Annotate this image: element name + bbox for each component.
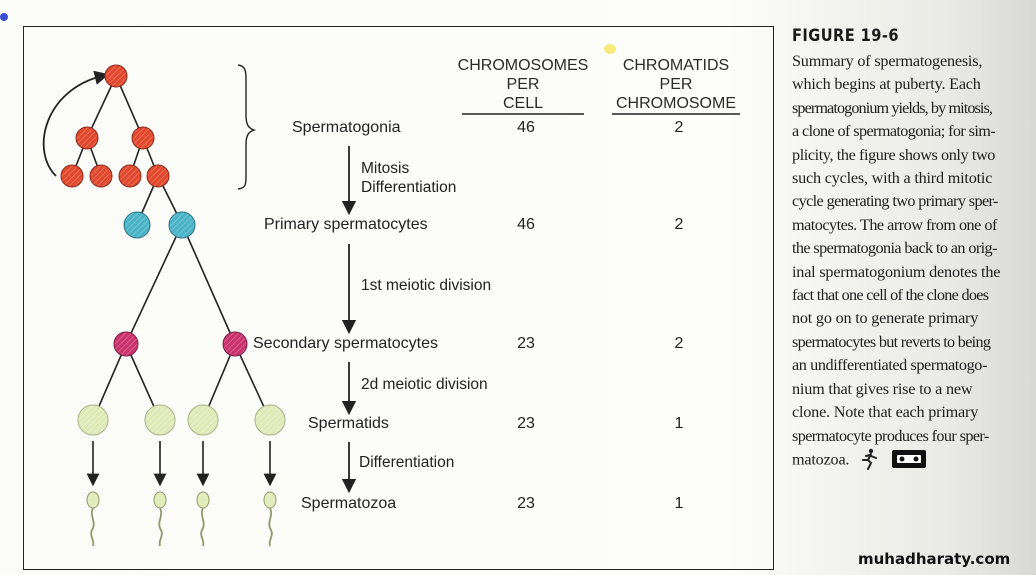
caption-line: matocytes. The arrow from one of [792,215,997,234]
process-line: Mitosis [361,160,410,177]
process-line: 2d meiotic division [361,376,488,393]
secondary-spermatocyte-cells [113,331,248,357]
spermatid-cell [254,404,286,436]
caption-line: an undifferentiated spermatogo- [792,356,987,375]
caption-line: spermatocytes but reverts to being [792,332,991,351]
revert-arrow [42,70,109,177]
caption-line: Summary of spermatogenesis, [792,52,983,70]
header-line: CHROMATIDS [622,57,730,74]
header-line: PER [659,76,693,93]
header-line: CELL [502,95,544,112]
chromatid-count: 2 [674,119,684,136]
caption-line: plicity, the figure shows only two [792,145,995,164]
caption-line: the spermatogonia back to an orig- [792,239,997,258]
corner-mark [0,13,8,21]
stage-label-spermatogonia: Spermatogonia [292,119,401,136]
caption-line: spermatocyte produces four sper- [792,426,989,445]
header-line: CHROMOSOMES [457,57,589,74]
caption-icons [853,448,927,473]
caption-line: such cycles, with a third mitotic [792,169,993,188]
spermatozoa-cells [86,491,277,547]
figure-caption: Summary of spermatogenesis, which begins… [792,50,1028,473]
caption-line: clone. Note that each primary [792,403,979,422]
process-line: Differentiation [361,179,457,196]
header-line: PER [506,76,540,93]
stage-label-spermatids: Spermatids [308,415,389,432]
chromatids-per-chromosome-header: CHROMATIDS PER CHROMOSOME [606,56,746,113]
caption-line: not go on to generate primary [792,309,979,328]
spermatogonium-cell [146,164,170,188]
chromatid-count: 1 [674,495,684,512]
stage-label-spermatozoa: Spermatozoa [301,495,397,512]
chromatid-count: 2 [674,216,684,233]
spermatogonium-cell [75,126,99,150]
chromosome-count: 23 [517,495,535,512]
caption-line: a clone of spermatogonia; for sim- [792,122,996,141]
chromosome-count: 23 [517,335,535,352]
chromosome-count: 46 [517,119,535,136]
spermatozoon [196,491,210,547]
spermatogonium-cell [104,64,128,88]
chromosome-count: 46 [517,216,535,233]
spermatogonia-cells [60,64,170,188]
caption-line: which begins at puberty. Each [792,75,981,94]
caption-line: inal spermatogonium denotes the [792,262,1001,281]
running-figure-icon [862,448,878,470]
figure-frame [23,26,774,570]
spermatid-cell [77,404,109,436]
chromatid-count: 1 [674,415,684,432]
figure-title: FIGURE 19-6 [792,26,899,46]
spermatid-cell [187,404,219,436]
chromosome-count: 23 [517,415,535,432]
spermatozoon [153,491,167,547]
secondary-spermatocyte-cell [113,331,139,357]
process-label-second-meiosis: 2d meiotic division [361,375,488,394]
stage-label-secondary-spermatocytes: Secondary spermatocytes [253,335,438,352]
spermatogonium-cell [118,164,142,188]
chromatid-count: 2 [674,335,684,352]
spermatid-cells [77,404,286,436]
caption-text: matozoa. [792,450,850,469]
spermatogonium-cell [60,164,84,188]
spermatozoon [86,491,100,547]
header-line: CHROMOSOME [616,95,736,112]
lineage-lines [71,75,271,421]
highlight-mark [604,44,616,54]
caption-line: fact that one cell of the clone does [792,286,989,305]
process-label-mitosis: Mitosis Differentiation [361,159,456,197]
caption-line-last: matozoa. [792,448,1028,473]
spermatogonium-cell [131,126,155,150]
watermark: muhadharaty.com [858,550,1011,568]
process-line: Differentiation [359,454,455,471]
process-label-first-meiosis: 1st meiotic division [361,276,491,295]
caption-line: spermatogonium yields, by mitosis, [792,98,993,117]
videotape-icon [892,449,926,468]
process-line: 1st meiotic division [361,277,492,294]
caption-line: nium that gives rise to a new [792,379,973,398]
stage-label-primary-spermatocytes: Primary spermatocytes [264,216,428,233]
primary-spermatocyte-cells [123,211,196,239]
primary-spermatocyte-cell [168,211,196,239]
caption-line: cycle generating two primary sper- [792,192,998,211]
spermatid-cell [144,404,176,436]
process-label-differentiation: Differentiation [359,453,454,472]
spermatid-arrows [86,441,277,487]
spermatogonia-brace [237,64,257,190]
primary-spermatocyte-cell [123,211,151,239]
spermatozoon [263,491,277,547]
secondary-spermatocyte-cell [222,331,248,357]
chromosomes-per-cell-header: CHROMOSOMES PER CELL [452,56,594,113]
spermatogonium-cell [89,164,113,188]
